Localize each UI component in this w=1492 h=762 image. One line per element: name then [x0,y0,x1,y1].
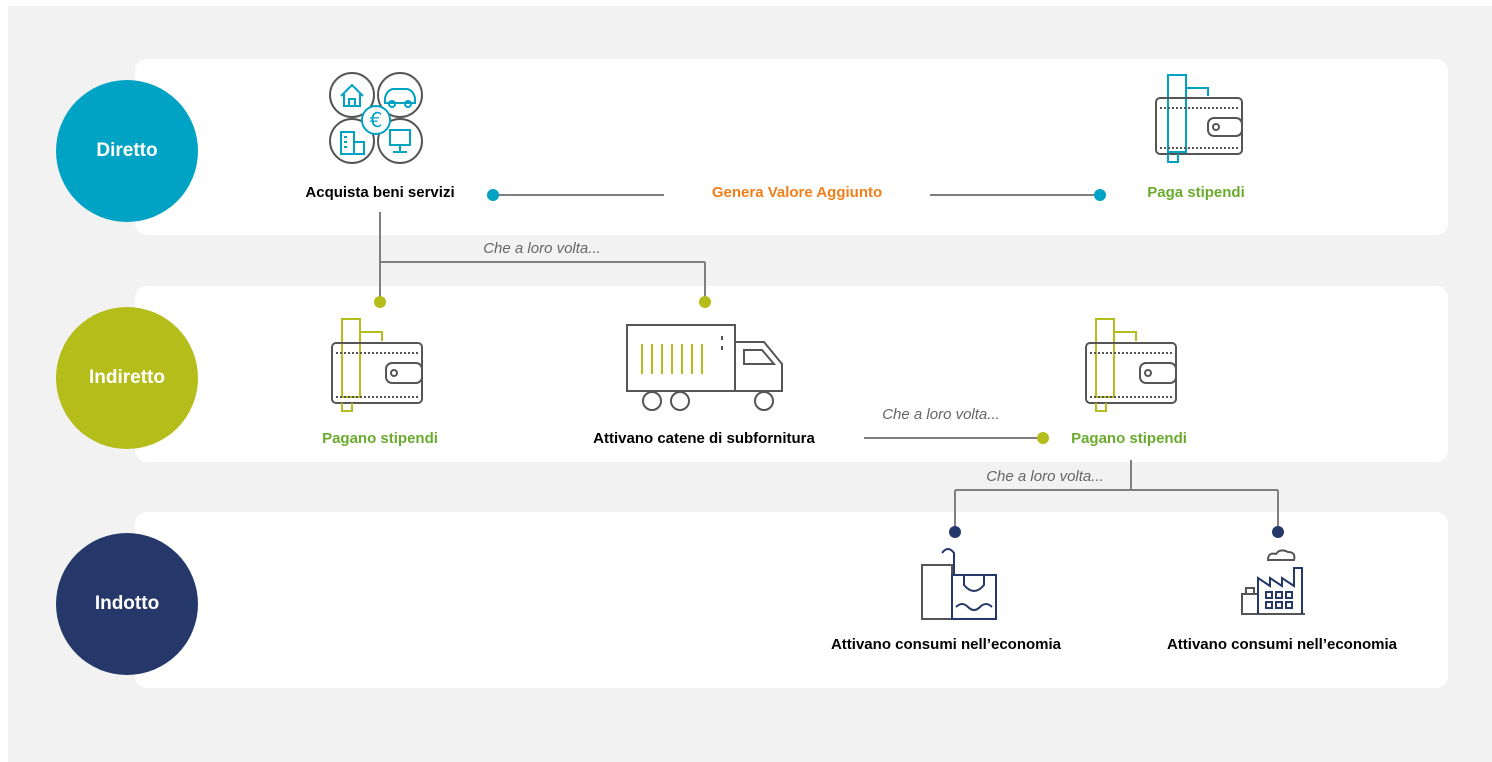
induced-consumption-1-label: Attivano consumi nell’economia [830,636,1062,653]
direct-pays-label: Paga stipendi [1147,184,1245,201]
wallet-icon [1085,318,1177,412]
level-direct-circle: Diretto [56,80,198,222]
connector-label-2: Che a loro volta... [882,406,1000,423]
induced-band [135,512,1448,688]
induced-consumption-2-label: Attivano consumi nell’economia [1166,636,1398,653]
indirect-supply-chains-label: Attivano catene di subfornitura [593,430,815,447]
connector-label-1: Che a loro volta... [483,240,601,257]
wallet-icon [1155,74,1243,163]
shopping-bag-icon [921,548,997,620]
level-induced-circle: Indotto [56,533,198,675]
level-induced-label: Indotto [94,593,160,614]
connector-label-3: Che a loro volta... [986,468,1104,485]
direct-value-added-label: Genera Valore Aggiunto [711,184,883,201]
svg-text:€: € [370,108,383,132]
indirect-pay-wages-2-label: Pagano stipendi [1071,430,1187,447]
direct-buys-label: Acquista beni servizi [305,184,455,201]
truck-icon [626,324,783,411]
factory-icon [1241,549,1305,615]
wallet-icon [331,318,423,412]
goods-services-icon: € [329,72,423,164]
indirect-band [135,286,1448,462]
indirect-pay-wages-label: Pagano stipendi [322,430,438,447]
level-indirect-circle: Indiretto [56,307,198,449]
level-direct-label: Diretto [96,140,158,161]
level-indirect-label: Indiretto [89,367,165,388]
